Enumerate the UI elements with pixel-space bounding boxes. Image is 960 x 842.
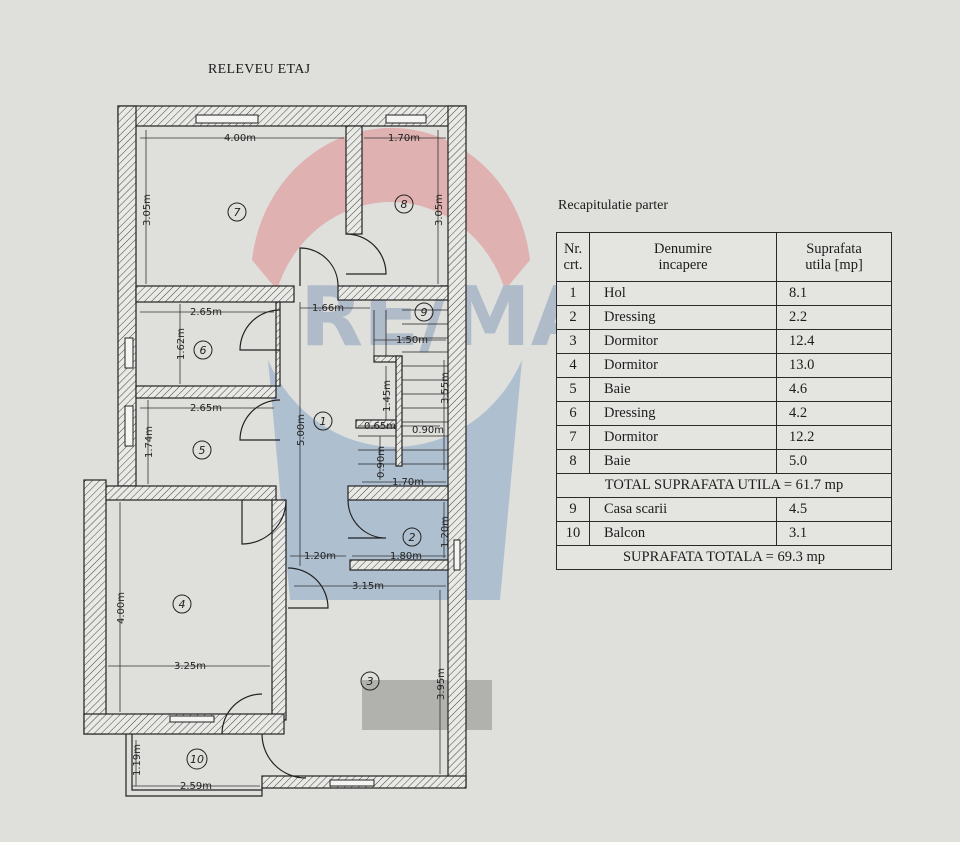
dim-r8-height: 3.05m	[434, 194, 445, 226]
dim-r10-height: 1.19m	[132, 744, 143, 776]
room-5-label: 5	[199, 444, 206, 457]
dim-r2-height: 1.20m	[440, 516, 451, 548]
dimension-labels: 4.00m 1.70m 3.05m 3.05m 2.65m 1.66m 1.50…	[116, 133, 451, 792]
dim-r5-width: 2.65m	[190, 403, 222, 414]
dim-r3-width: 3.15m	[352, 581, 384, 592]
dim-r9-w2: 1.50m	[396, 335, 428, 346]
dim-r3-height: 3.95m	[436, 668, 447, 700]
dim-r6-width: 2.65m	[190, 307, 222, 318]
room-numbers: 7 8 9 6 5 1 2 4 3 10	[179, 198, 428, 766]
room-2-label: 2	[409, 531, 416, 544]
dim-r9-h3: 0.90m	[376, 446, 387, 478]
dim-r9-w1: 1.66m	[312, 303, 344, 314]
dim-r5-height: 1.74m	[144, 426, 155, 458]
total-row: SUPRAFATA TOTALA = 69.3 mp	[556, 545, 892, 570]
dim-r9-h1: 1.45m	[382, 380, 393, 412]
walls	[83, 105, 467, 789]
dim-r4-width: 3.25m	[174, 661, 206, 672]
stair-steps	[358, 309, 448, 465]
dim-r9-h2: 3.55m	[440, 372, 451, 404]
doors	[221, 233, 387, 779]
room-markers	[172, 194, 434, 770]
dim-r2-width: 1.80m	[390, 551, 422, 562]
plan-title: RELEVEU ETAJ	[208, 62, 311, 77]
dim-r9-w4: 0.90m	[412, 425, 444, 436]
dim-r7-width: 4.00m	[224, 133, 256, 144]
dim-r7-height: 3.05m	[142, 194, 153, 226]
room-10-label: 10	[190, 753, 204, 766]
room-7-label: 7	[234, 206, 241, 219]
total-utila-row: TOTAL SUPRAFATA UTILA = 61.7 mp	[556, 473, 892, 498]
dim-r9-w5: 1.70m	[392, 477, 424, 488]
room-6-label: 6	[200, 344, 207, 357]
room-8-label: 8	[401, 198, 408, 211]
dim-corridor-width: 1.20m	[304, 551, 336, 562]
dim-r4-height: 4.00m	[116, 592, 127, 624]
room-4-label: 4	[179, 598, 186, 611]
balcony-outline	[125, 734, 263, 797]
dim-r9-w3: 0.65m	[364, 421, 396, 432]
dimension-lines	[108, 130, 446, 787]
dim-r10-width: 2.59m	[180, 781, 212, 792]
recap-title: Recapitulatie parter	[558, 198, 668, 213]
dim-r1-height: 5.00m	[296, 414, 307, 446]
dim-r8-width: 1.70m	[388, 133, 420, 144]
windows	[124, 114, 461, 787]
room-9-label: 9	[421, 306, 428, 319]
dim-r6-height: 1.62m	[176, 328, 187, 360]
room-3-label: 3	[367, 675, 374, 688]
room-1-label: 1	[320, 415, 327, 428]
header-nr: Nr.crt.	[556, 232, 590, 282]
